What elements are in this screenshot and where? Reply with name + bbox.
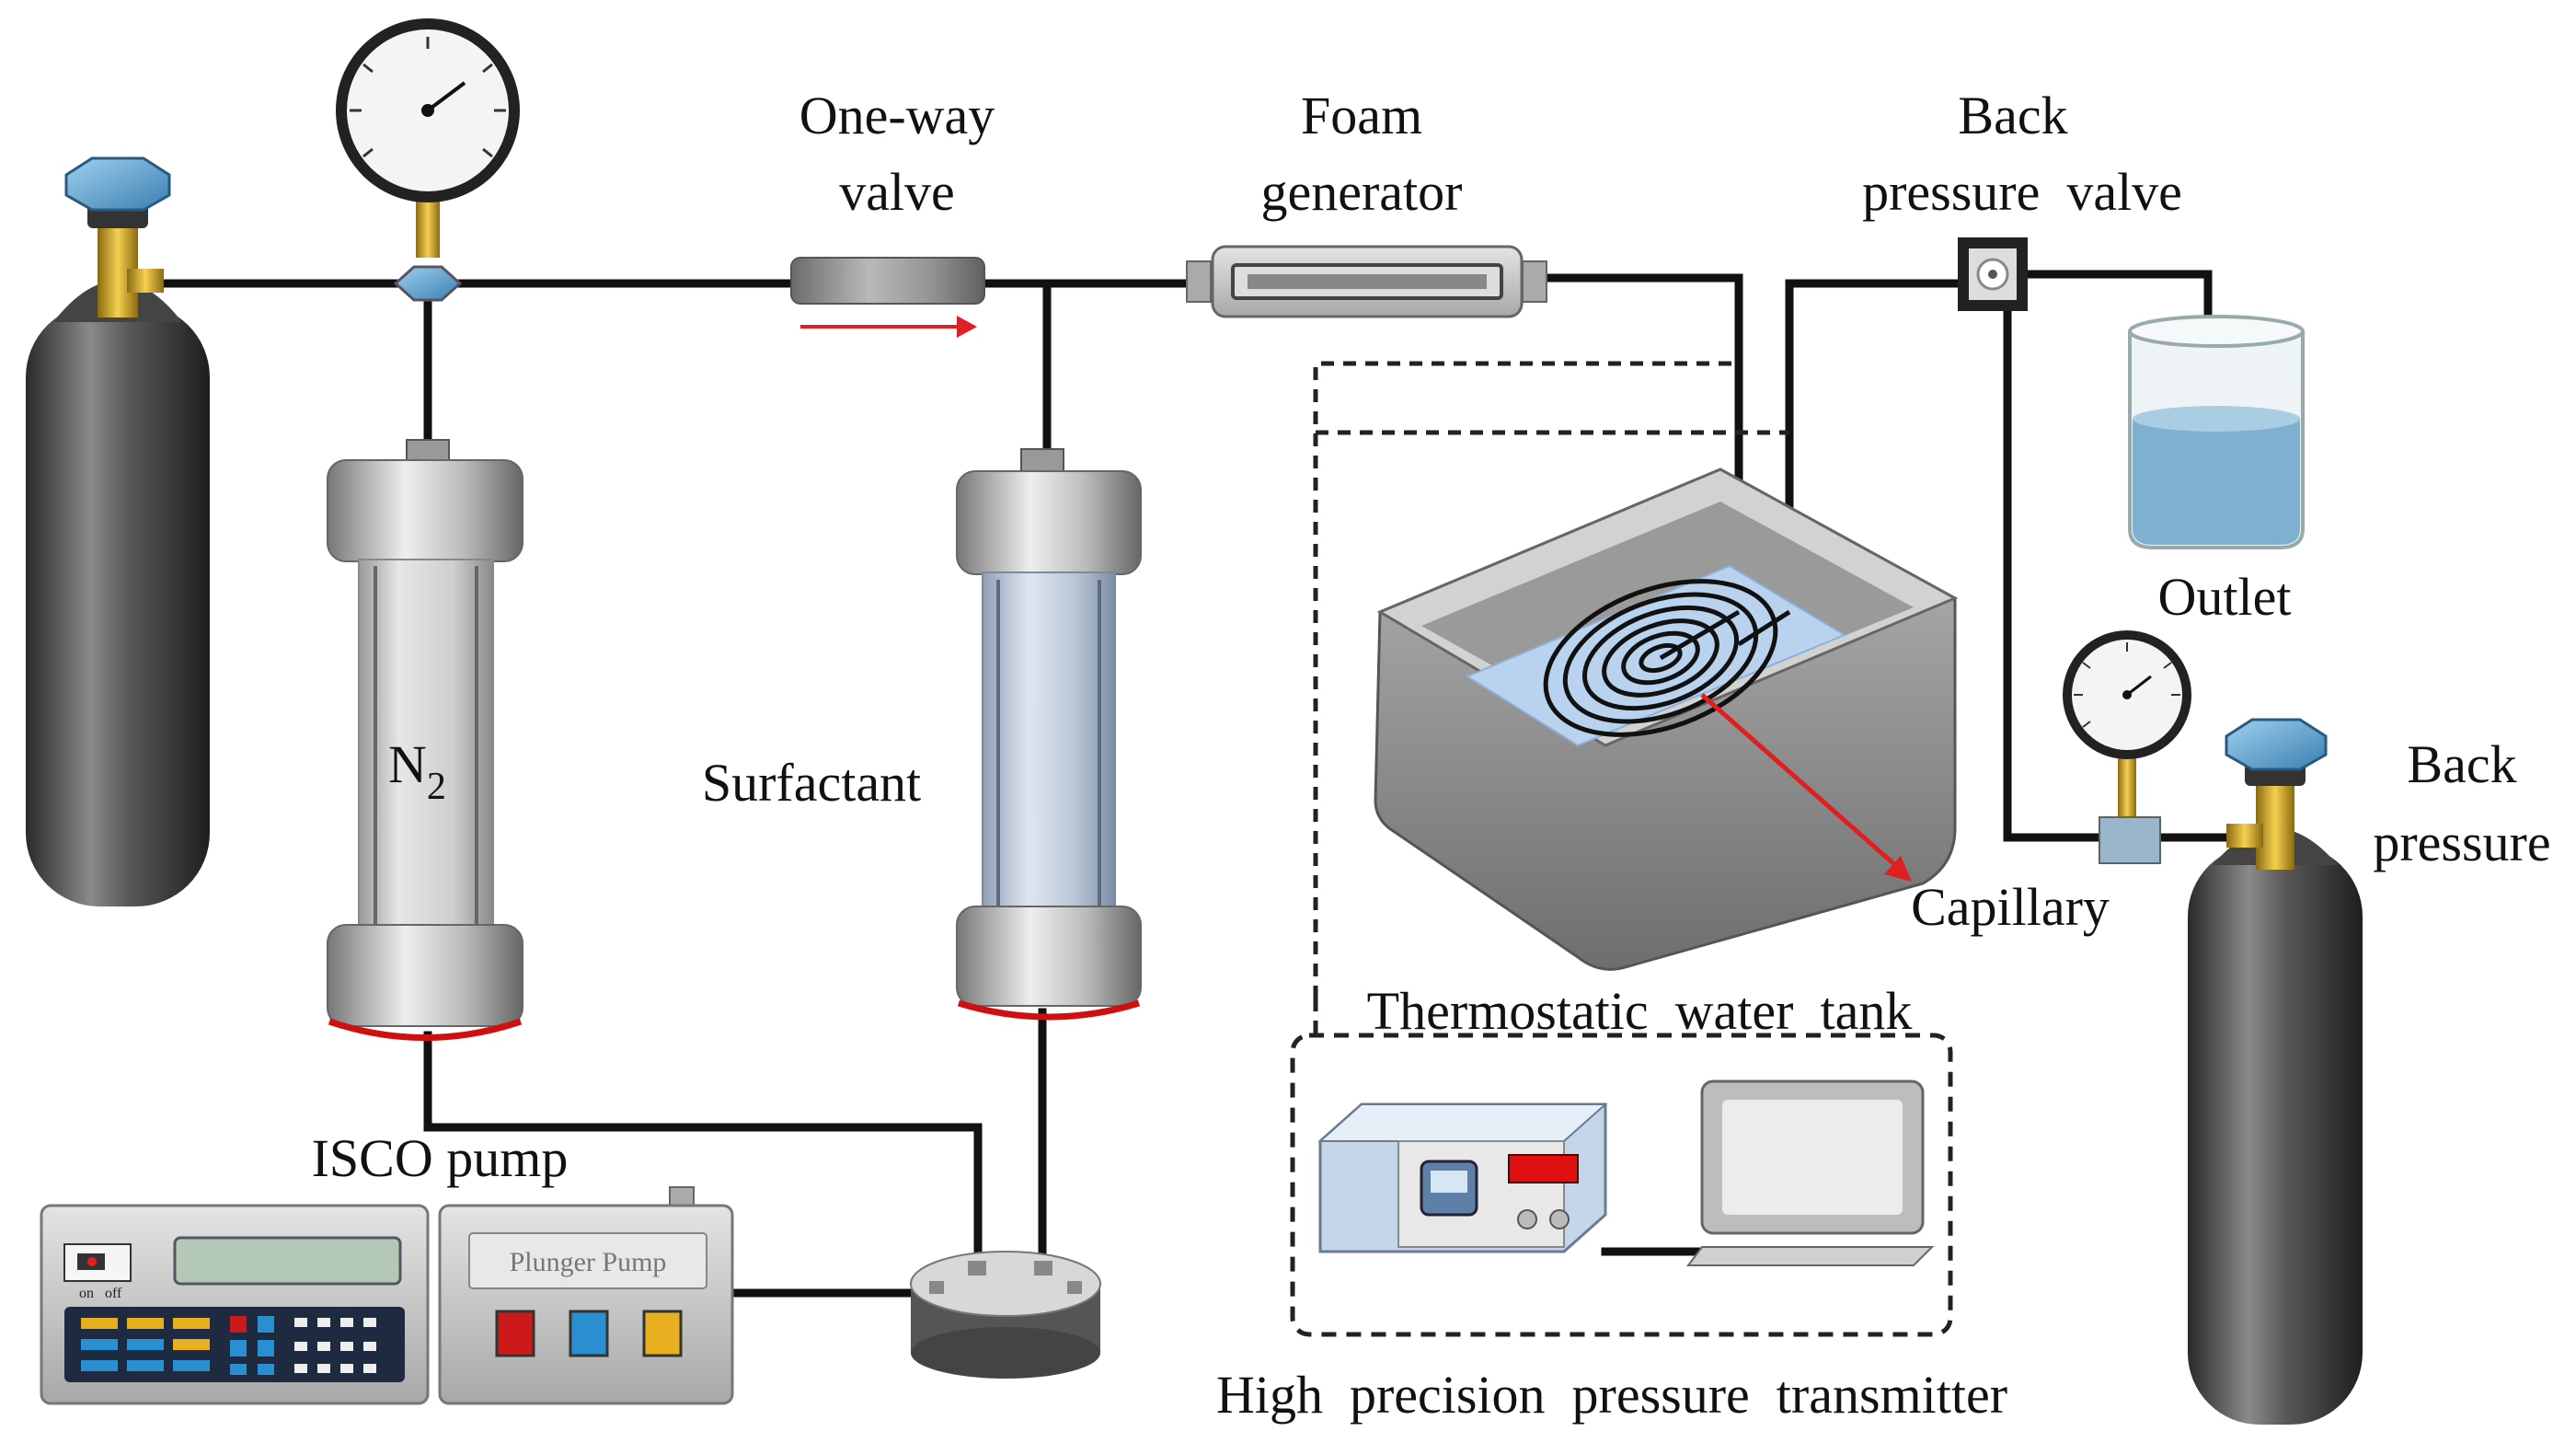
back-pressure-label-1: Back xyxy=(2407,734,2516,794)
surfactant-label: Surfactant xyxy=(702,753,921,813)
capillary-arrow-head-icon xyxy=(1884,856,1912,882)
plunger-yellow-button xyxy=(642,1310,683,1357)
pressure-transmitter xyxy=(1317,1102,1608,1253)
flow-arrow-head-icon xyxy=(957,316,977,338)
n2-label-main: N xyxy=(388,734,427,794)
back-pressure-valve-label-2: pressure valve xyxy=(1862,162,2182,222)
pressure-transmitter-label: High precision pressure transmitter xyxy=(1216,1365,2007,1425)
one-way-valve-label-2: valve xyxy=(839,162,955,222)
thermostatic-water-tank xyxy=(1313,361,1959,999)
n2-label: N2 xyxy=(388,734,446,808)
n2-label-subscript: 2 xyxy=(427,766,446,808)
outlet-beaker xyxy=(2128,315,2305,549)
foam-generator-label-1: Foam xyxy=(1301,86,1422,145)
cylinder-valve-knob-icon xyxy=(64,156,171,212)
isco-pump-label: ISCO pump xyxy=(312,1128,569,1188)
n2-gas-cylinder xyxy=(26,156,210,906)
capillary-label: Capillary xyxy=(1911,877,2110,937)
pipe-capillary-to-bpv xyxy=(1785,279,1962,617)
pipes xyxy=(152,270,2249,1298)
capillary-coil xyxy=(1543,579,1778,737)
thermostatic-water-tank-label: Thermostatic water tank xyxy=(1367,981,1913,1041)
back-pressure-valve xyxy=(1958,237,2028,311)
back-pressure-label-2: pressure xyxy=(2373,813,2550,872)
main-pressure-gauge xyxy=(336,18,520,302)
capillary-pointer-arrow xyxy=(1700,693,1897,867)
foam-generator-label-2: generator xyxy=(1261,162,1463,222)
plunger-blue-button xyxy=(569,1310,609,1357)
pressure-transmitter-group xyxy=(1290,1033,1953,1337)
gauge-needle-icon xyxy=(426,81,466,112)
n2-container xyxy=(327,439,523,1041)
pump-keypad xyxy=(81,1316,376,1375)
plunger-pump: Plunger Pump xyxy=(438,1186,734,1405)
plunger-red-button xyxy=(495,1310,535,1357)
switch-on-label: on xyxy=(79,1286,94,1301)
pipe-n2-to-pump xyxy=(423,1031,983,1270)
pipe-bpv-down xyxy=(2003,308,2121,842)
foam-generator xyxy=(1186,245,1547,318)
back-pressure-valve-label-1: Back xyxy=(1958,86,2067,145)
one-way-valve-label-1: One-way xyxy=(799,86,995,145)
one-way-valve xyxy=(790,257,985,338)
outlet-label: Outlet xyxy=(2158,567,2292,627)
plunger-pump-label: Plunger Pump xyxy=(510,1247,667,1277)
back-pressure-gauge-needle-icon xyxy=(2126,675,2152,697)
computer-monitor xyxy=(1686,1079,1935,1266)
surfactant-container xyxy=(956,448,1142,1021)
back-pressure-cylinder-knob-icon xyxy=(2225,718,2328,771)
isco-pump-controller: on off xyxy=(40,1204,430,1405)
back-pressure-gauge xyxy=(2063,630,2191,864)
pump-display-screen xyxy=(173,1236,402,1286)
switch-off-label: off xyxy=(105,1286,122,1301)
pump-manifold xyxy=(910,1251,1101,1379)
back-pressure-gas-cylinder xyxy=(2188,718,2363,1425)
